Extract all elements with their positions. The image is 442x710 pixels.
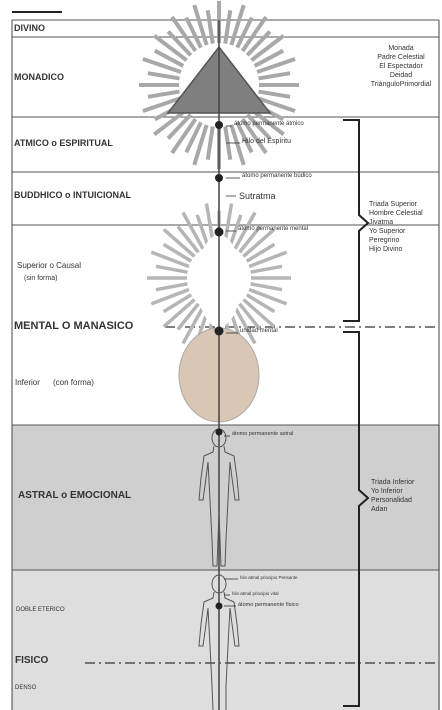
ray — [156, 266, 188, 272]
ray — [178, 304, 199, 330]
plane-doble-label: DOBLE ETERICO — [16, 607, 65, 613]
ray — [168, 32, 191, 56]
hilo-espiritu-label: Hilo del Espíritu — [242, 138, 291, 145]
triada-superior-list: Triada Superior Hombre Celestial Jivatma… — [369, 200, 423, 254]
plane-buddhico-label: BUDDHICO o INTUICIONAL — [14, 190, 131, 200]
ray — [259, 92, 291, 97]
triada-inferior-item: Yo Inferior — [371, 487, 414, 496]
plane-denso-label: DENSO — [15, 685, 36, 691]
hilo-vital-label: hilo atmal principio vital — [232, 591, 279, 596]
ray — [151, 252, 189, 266]
ray — [240, 304, 261, 330]
plane-inferior-label: Inferior — [15, 378, 40, 387]
plane-fisico-label: FISICO — [15, 655, 48, 666]
atomo-atmico-label: átomo permanente átmico — [234, 121, 304, 127]
ray — [247, 32, 270, 56]
ray — [168, 115, 191, 139]
triada-superior-item: Yo Superior — [369, 227, 423, 236]
ray — [249, 289, 287, 303]
ray — [178, 227, 199, 253]
monada-item: TriánguloPrimordial — [361, 80, 441, 89]
ray — [249, 252, 287, 266]
ray — [259, 73, 291, 78]
monada-item: Padre Celestial — [361, 53, 441, 62]
ray — [208, 126, 213, 159]
plane-divino-label: DIVINO — [14, 23, 45, 33]
plane-astral-label: ASTRAL o EMOCIONAL — [18, 490, 131, 501]
ray — [148, 73, 180, 78]
triada-superior-item: Triada Superior — [369, 200, 423, 209]
triada-inferior-list: Triada Inferior Yo Inferior Personalidad… — [371, 478, 414, 514]
plane-inferior-sub: (con forma) — [53, 378, 94, 387]
plane-atmico-label: ATMICO o ESPIRITUAL — [14, 138, 113, 148]
monada-item: El Espectador — [361, 62, 441, 71]
ray — [208, 10, 213, 43]
hilo-pensante-label: hilo atmal principio Pensante — [240, 575, 298, 580]
triada-superior-item: Hombre Celestial — [369, 209, 423, 218]
triada-superior-item: Jivatma — [369, 218, 423, 227]
ray — [148, 92, 180, 97]
atomo-mental-label: átomo permanente mental — [238, 226, 308, 232]
plane-monadico-label: MONADICO — [14, 72, 64, 82]
ray — [225, 10, 230, 43]
ray — [151, 289, 189, 303]
ray — [251, 284, 283, 290]
triada-inferior-item: Triada Inferior — [371, 478, 414, 487]
atomo-astral-label: átomo permanente astral — [232, 431, 293, 437]
monada-list: Monada Padre Celestial El Espectador Dei… — [361, 44, 441, 89]
ray — [251, 266, 283, 272]
sutratma-label: Sutratma — [239, 191, 276, 201]
monada-item: Monada — [361, 44, 441, 53]
atomo-fisico-label: átomo permanente físico — [238, 602, 299, 608]
plane-superior-label: Superior o Causal — [17, 261, 81, 270]
unidad-mental-label: unidad mental — [240, 328, 278, 334]
plane-mental-label: MENTAL O MANASICO — [14, 320, 133, 332]
plane-superior-sub: (sin forma) — [24, 275, 57, 282]
triada-superior-item: Hijo Divino — [369, 245, 423, 254]
triada-inferior-item: Personalidad — [371, 496, 414, 505]
triada-superior-item: Peregrino — [369, 236, 423, 245]
atomo-budico-label: átomo permanente búdico — [242, 173, 312, 179]
triada-inferior-item: Adan — [371, 505, 414, 514]
ray — [156, 284, 188, 290]
monada-item: Deidad — [361, 71, 441, 80]
